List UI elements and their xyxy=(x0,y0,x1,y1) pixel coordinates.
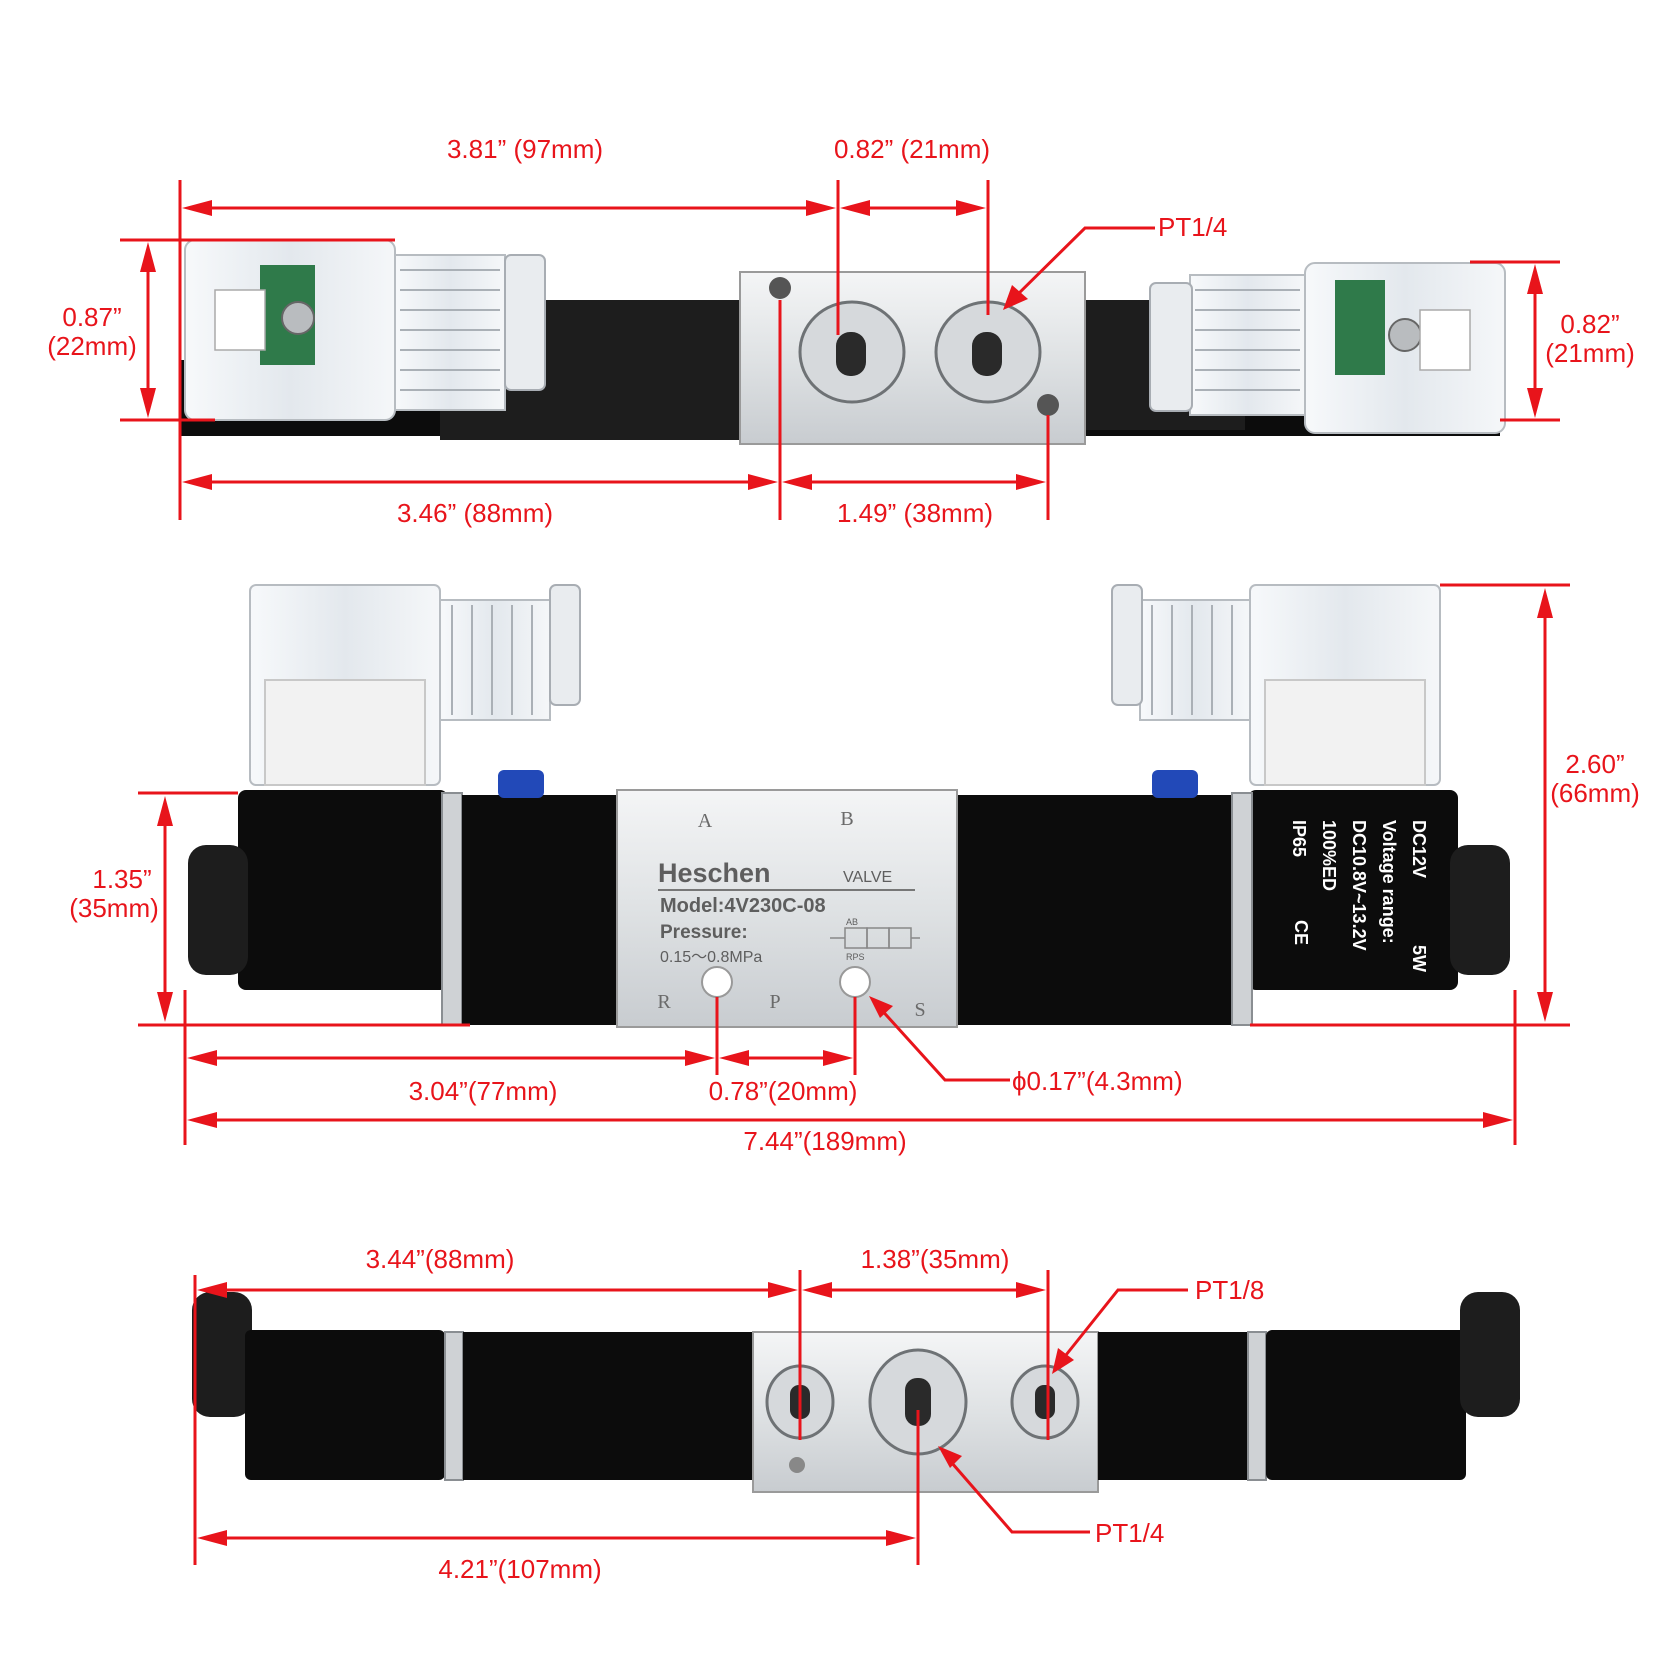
front-left-nut xyxy=(549,584,581,706)
top-dim-port-spacing: 0.82” (21mm) xyxy=(834,134,990,164)
top-view: 3.81” (97mm) 0.82” (21mm) PT1/4 0.87” (2… xyxy=(47,134,1635,528)
port-label-b: B xyxy=(840,808,853,830)
bottom-port-center-slot xyxy=(905,1378,931,1426)
bottom-right-plate xyxy=(1247,1331,1267,1481)
bottom-right-end-cap xyxy=(1460,1292,1520,1417)
front-left-terminal-block xyxy=(264,679,426,786)
front-right-coil xyxy=(1248,790,1458,990)
coil-line1: DC12V xyxy=(1409,820,1429,878)
top-port-right-slot xyxy=(972,332,1002,376)
bottom-right-block xyxy=(1098,1332,1248,1480)
top-small-hole-left xyxy=(769,277,791,299)
coil-line4: 100%ED xyxy=(1319,820,1339,891)
top-right-terminal xyxy=(1419,309,1471,371)
front-dim-total-height-in: 2.60” xyxy=(1565,749,1624,779)
coil-line1b: 5W xyxy=(1409,945,1429,972)
top-right-screw-icon xyxy=(1388,318,1422,352)
front-view: A B Heschen VALVE Model:4V230C-08 Pressu… xyxy=(69,583,1640,1156)
front-right-block xyxy=(958,795,1248,1025)
top-dim-height-left-in: 0.87” xyxy=(62,302,121,332)
top-left-terminal xyxy=(214,289,266,351)
bottom-dim-to-center: 4.21”(107mm) xyxy=(438,1554,601,1584)
front-left-coil xyxy=(238,790,448,990)
front-dim-height-mm: (35mm) xyxy=(69,893,159,923)
ce-mark-icon: CE xyxy=(1291,920,1311,945)
top-dim-hole-spacing: 1.49” (38mm) xyxy=(837,498,993,528)
front-dim-total-height-mm: (66mm) xyxy=(1550,778,1640,808)
valve-symbol-top: AB xyxy=(846,917,858,927)
bottom-left-coil xyxy=(245,1330,445,1480)
valve-pressure-range: 0.15～0.8MPa xyxy=(660,949,762,966)
top-right-nut xyxy=(1149,282,1193,412)
bottom-small-port-label: PT1/8 xyxy=(1195,1275,1264,1305)
front-right-terminal-block xyxy=(1264,679,1426,786)
top-left-nut xyxy=(504,254,546,391)
front-left-block xyxy=(462,795,617,1025)
front-dim-to-hole: 3.04”(77mm) xyxy=(409,1076,558,1106)
coil-line3: DC10.8V~13.2V xyxy=(1349,820,1369,951)
valve-symbol-bottom: RPS xyxy=(846,952,865,962)
coil-line2: Voltage range: xyxy=(1379,820,1399,944)
valve-brand-suffix: VALVE xyxy=(843,869,892,886)
bottom-small-hole xyxy=(789,1457,805,1473)
valve-pressure-label: Pressure: xyxy=(660,922,748,943)
top-left-gland xyxy=(394,254,506,411)
top-dim-height-right-in: 0.82” xyxy=(1560,309,1619,339)
front-right-manual-button-icon xyxy=(1152,770,1198,798)
port-label-a: A xyxy=(698,810,713,832)
front-dim-hole-diameter: ϕ0.17”(4.3mm) xyxy=(1012,1066,1183,1096)
front-right-nut xyxy=(1111,584,1143,706)
top-port-left-slot xyxy=(836,332,866,376)
top-right-gland xyxy=(1189,274,1306,416)
front-aluminum-block xyxy=(616,789,958,1028)
top-dim-length-88: 3.46” (88mm) xyxy=(397,498,553,528)
top-port-label: PT1/4 xyxy=(1158,212,1227,242)
valve-symbol-icon xyxy=(830,927,920,949)
top-left-screw-icon xyxy=(281,301,315,335)
front-right-end-cap xyxy=(1450,845,1510,975)
bottom-left-block xyxy=(463,1332,753,1480)
bottom-view: 3.44”(88mm) 1.38”(35mm) PT1/8 PT1/4 4.21… xyxy=(192,1244,1520,1584)
front-dim-total-length: 7.44”(189mm) xyxy=(743,1126,906,1156)
front-mount-hole-left xyxy=(701,966,733,998)
bottom-dim-length-88: 3.44”(88mm) xyxy=(366,1244,515,1274)
coil-line5: IP65 xyxy=(1289,820,1309,857)
front-dim-hole-spacing: 0.78”(20mm) xyxy=(709,1076,858,1106)
top-dim-height-right-mm: (21mm) xyxy=(1545,338,1635,368)
bottom-port-right-slot xyxy=(1035,1385,1055,1419)
port-label-p: P xyxy=(769,991,780,1013)
coil-label: DC12V 5W Voltage range: DC10.8V~13.2V 10… xyxy=(1289,820,1429,972)
port-label-r: R xyxy=(657,991,671,1013)
bottom-center-port-label: PT1/4 xyxy=(1095,1518,1164,1548)
top-right-led-board xyxy=(1335,280,1385,375)
front-dim-height-in: 1.35” xyxy=(92,864,151,894)
front-right-plate xyxy=(1231,792,1253,1026)
front-left-plate xyxy=(441,792,463,1026)
bottom-left-end-cap xyxy=(192,1292,252,1417)
port-label-s: S xyxy=(914,999,925,1021)
front-left-gland xyxy=(439,599,551,721)
top-small-hole-right xyxy=(1037,394,1059,416)
front-left-end-cap xyxy=(188,845,248,975)
valve-model: Model:4V230C-08 xyxy=(660,895,826,917)
bottom-right-coil xyxy=(1266,1330,1466,1480)
front-mount-hole-right xyxy=(839,966,871,998)
valve-brand: Heschen xyxy=(658,858,771,888)
bottom-dim-port-spacing: 1.38”(35mm) xyxy=(861,1244,1010,1274)
front-left-manual-button-icon xyxy=(498,770,544,798)
bottom-left-plate xyxy=(444,1331,464,1481)
front-right-gland xyxy=(1139,599,1251,721)
top-dim-length-97: 3.81” (97mm) xyxy=(447,134,603,164)
top-dim-height-left-mm: (22mm) xyxy=(47,331,137,361)
